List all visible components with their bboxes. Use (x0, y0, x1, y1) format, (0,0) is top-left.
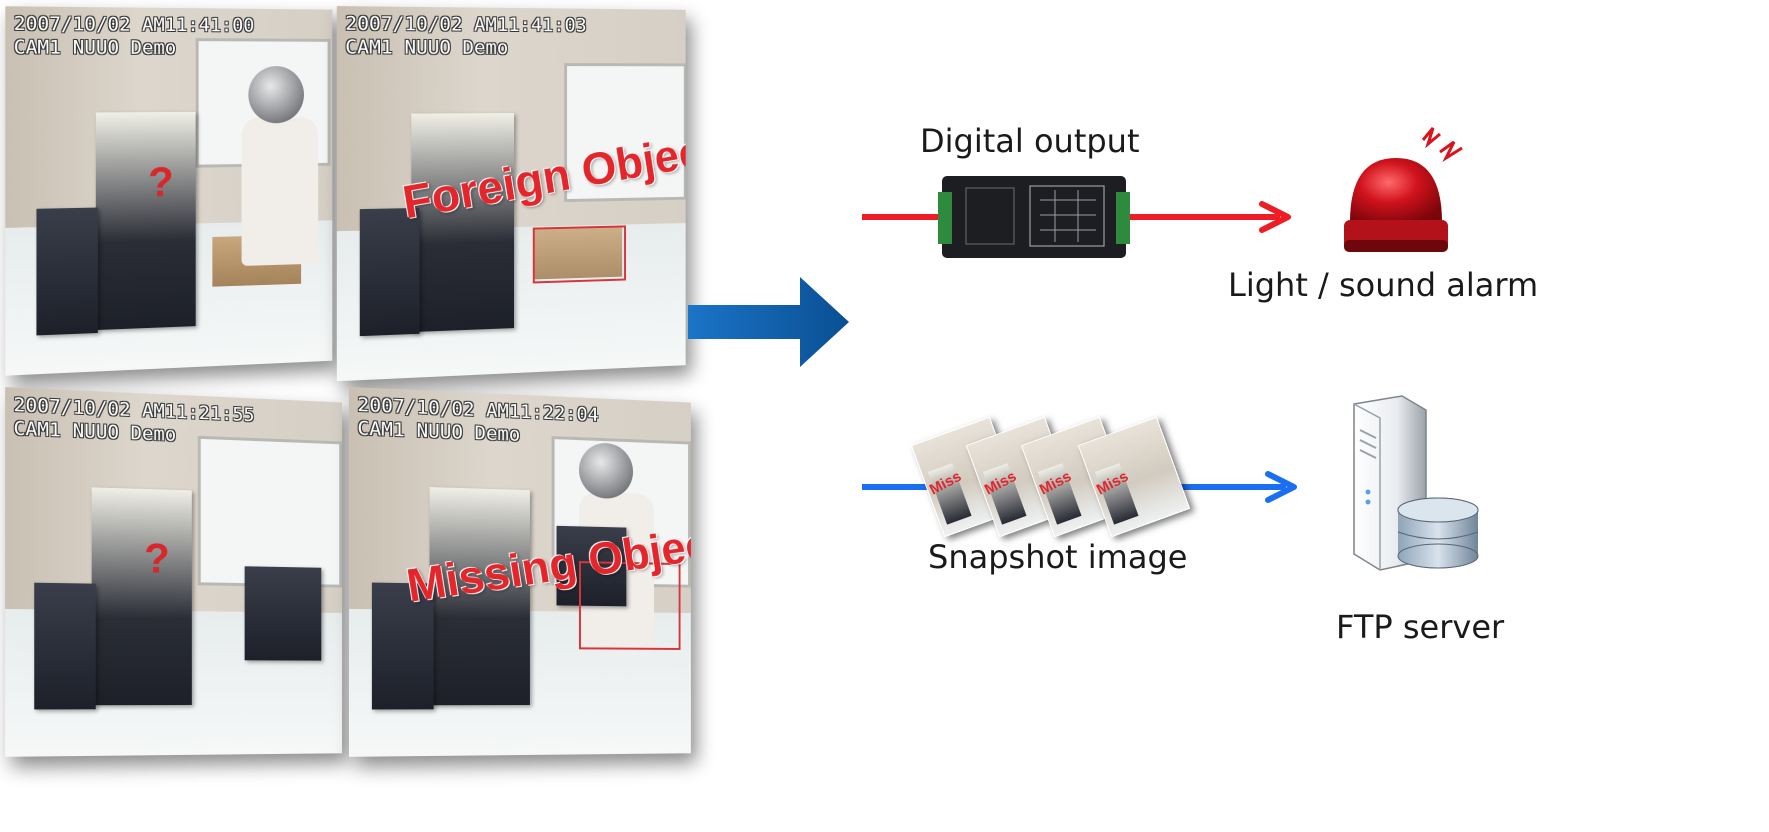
ftp-server-label: FTP server (1336, 608, 1504, 646)
digital-output-label: Digital output (920, 122, 1140, 160)
snapshot-label: Snapshot image (928, 538, 1187, 576)
alarm-label: Light / sound alarm (1228, 266, 1538, 304)
io-relay-box-icon (938, 176, 1130, 258)
red-siren-icon (1344, 128, 1462, 252)
big-right-arrow-icon (688, 277, 849, 367)
ftp-server-icon (1354, 396, 1478, 570)
